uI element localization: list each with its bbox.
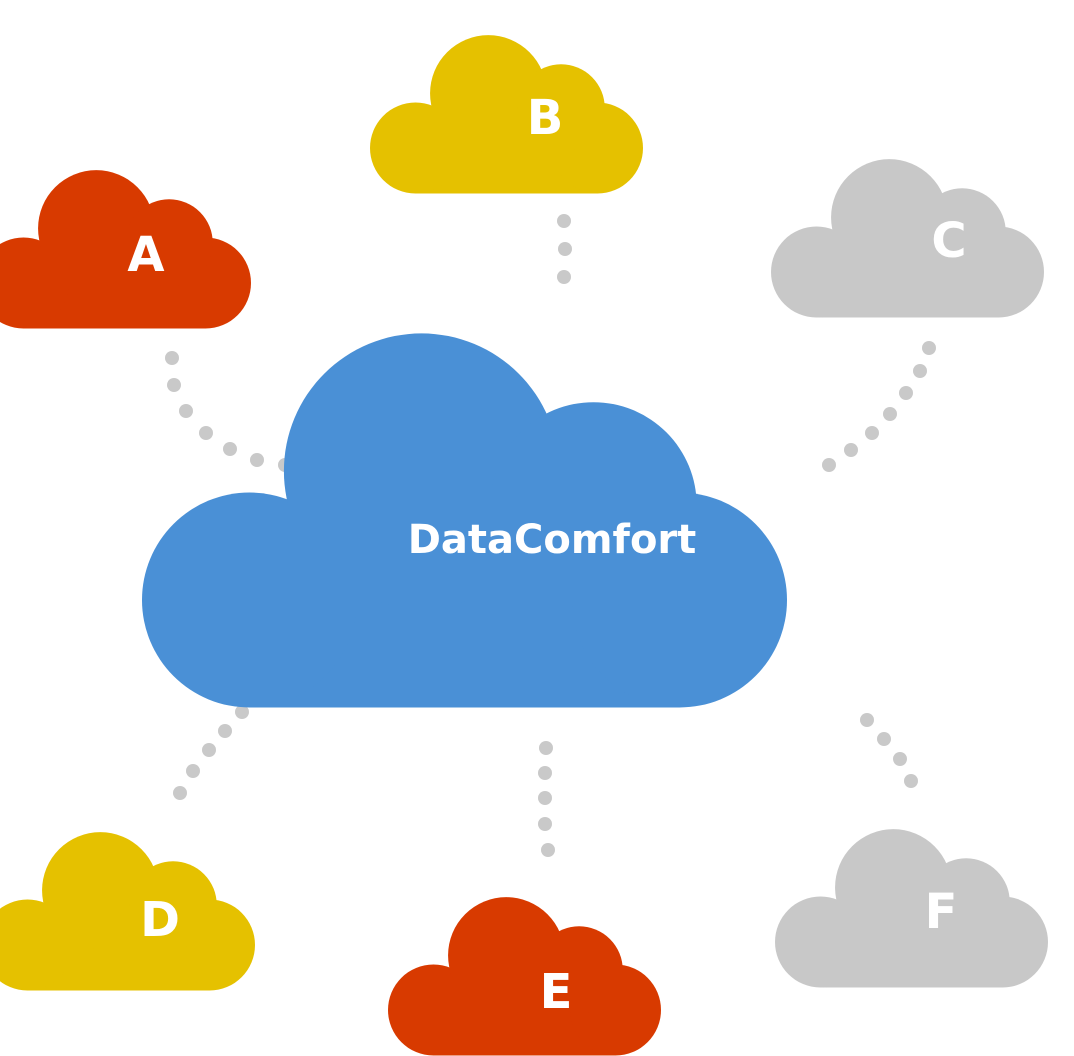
cloud-node-a-label: A (127, 227, 164, 283)
hub-cloud-label: DataComfort (408, 517, 697, 563)
connector-dot (218, 724, 232, 738)
connector-dot (186, 764, 200, 778)
connector-dot (541, 843, 555, 857)
cloud-node-e-label: E (540, 964, 573, 1020)
connector-dot (165, 351, 179, 365)
connector-f (860, 713, 918, 788)
cloud-node-d-shape (0, 832, 256, 991)
connector-dot (538, 791, 552, 805)
connector-dot (913, 364, 927, 378)
connector-dot (223, 442, 237, 456)
cloud-node-e-shape (388, 897, 661, 1056)
connector-dot (860, 713, 874, 727)
connector-d (173, 705, 249, 800)
connector-dot (199, 426, 213, 440)
cloud-node-c-label: C (931, 213, 966, 269)
connector-dot (865, 426, 879, 440)
cloud-node-f: F (775, 829, 1048, 988)
cloud-node-a: A (0, 170, 252, 329)
cloud-node-f-shape (775, 829, 1048, 988)
hub-cloud: DataComfort (141, 333, 787, 708)
connector-dot (557, 214, 571, 228)
cloud-node-d-label: D (140, 892, 180, 948)
cloud-node-c: C (771, 159, 1044, 318)
connector-dot (844, 443, 858, 457)
cloud-node-b: B (370, 35, 643, 194)
connector-b (557, 214, 572, 284)
connector-dot (179, 404, 193, 418)
connector-dot (539, 741, 553, 755)
cloud-node-c-shape (771, 159, 1044, 318)
connector-dot (558, 242, 572, 256)
connector-dot (893, 752, 907, 766)
connector-a (165, 351, 292, 472)
cloud-node-f-label: F (925, 884, 958, 940)
connector-dot (877, 732, 891, 746)
connector-dot (899, 386, 913, 400)
connector-dot (235, 705, 249, 719)
cloud-node-d: D (0, 832, 256, 991)
connector-dot (538, 766, 552, 780)
connector-dot (904, 774, 918, 788)
connector-dot (557, 270, 571, 284)
connector-dot (202, 743, 216, 757)
connector-dot (250, 453, 264, 467)
connector-dot (883, 407, 897, 421)
connector-dot (822, 458, 836, 472)
connector-dot (167, 378, 181, 392)
connector-dot (173, 786, 187, 800)
cloud-node-e: E (388, 897, 661, 1056)
connectors (165, 214, 936, 857)
connector-e (538, 741, 555, 857)
cloud-node-a-shape (0, 170, 252, 329)
connector-dot (538, 817, 552, 831)
connector-dot (922, 341, 936, 355)
cloud-node-b-shape (370, 35, 643, 194)
cloud-node-b-label: B (527, 90, 564, 146)
connector-c (822, 341, 936, 472)
